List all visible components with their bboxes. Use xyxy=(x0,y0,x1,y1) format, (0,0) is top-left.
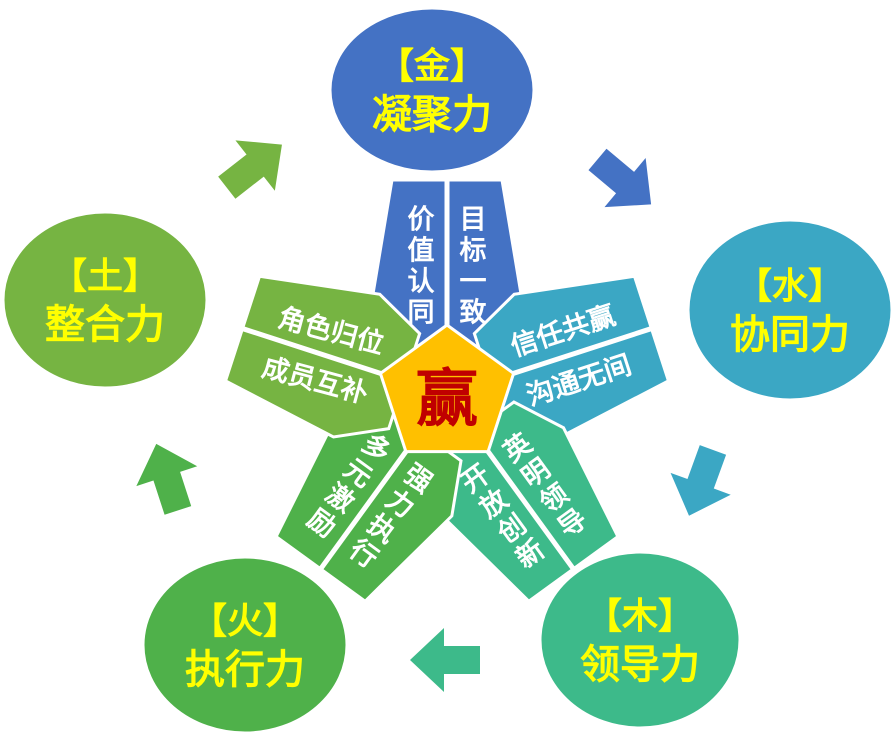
element-name: 领导力 xyxy=(580,642,700,688)
element-name: 整合力 xyxy=(45,302,165,348)
spoke-divider xyxy=(318,438,417,571)
element-4: 【火】执行力 xyxy=(141,555,349,734)
arrow-icon xyxy=(410,628,480,692)
element-circle xyxy=(538,550,742,730)
element-name: 凝聚力 xyxy=(372,92,492,138)
arrow-icon xyxy=(670,445,731,516)
arrow-icon xyxy=(588,148,652,208)
element-name: 协同力 xyxy=(730,312,850,358)
spoke-divider xyxy=(477,438,576,571)
element-3: 【木】领导力 xyxy=(538,550,742,730)
element-key: 【土】 xyxy=(51,256,159,297)
element-5: 【土】整合力 xyxy=(1,210,209,390)
spoke-divider xyxy=(241,326,396,381)
phrase-char: 同 xyxy=(408,298,435,329)
element-key: 【火】 xyxy=(191,601,299,642)
phrase-char: 目 xyxy=(460,205,487,236)
center-pentagon: 赢 xyxy=(378,323,516,454)
arrow-icon xyxy=(218,140,282,199)
element-1: 【金】凝聚力 xyxy=(328,6,536,174)
center-label: 赢 xyxy=(416,362,478,435)
phrase-char: 认 xyxy=(408,267,435,298)
phrase-char: 标 xyxy=(460,236,487,267)
phrase-char: 价 xyxy=(408,205,436,236)
element-key: 【木】 xyxy=(586,596,694,637)
cycle-arrows xyxy=(136,140,731,692)
element-circle xyxy=(686,218,894,402)
spoke-5 xyxy=(223,274,422,439)
center-pentagon-shape xyxy=(378,323,516,454)
element-circle xyxy=(328,6,536,174)
phrase-char: 值 xyxy=(408,236,435,267)
spoke-divider xyxy=(498,326,653,381)
element-name: 执行力 xyxy=(185,647,305,693)
element-key: 【金】 xyxy=(378,45,486,87)
phrase-char: 一 xyxy=(460,267,487,298)
arrow-icon xyxy=(136,443,198,515)
element-key: 【水】 xyxy=(736,266,844,307)
spoke-2 xyxy=(472,274,671,439)
element-2: 【水】协同力 xyxy=(686,218,894,402)
element-circle xyxy=(1,210,209,390)
element-circles: 【金】凝聚力【水】协同力【木】领导力 【火】执行力 【土】整合力 xyxy=(1,6,894,734)
element-circle xyxy=(141,555,349,734)
phrase-char: 致 xyxy=(460,297,487,329)
